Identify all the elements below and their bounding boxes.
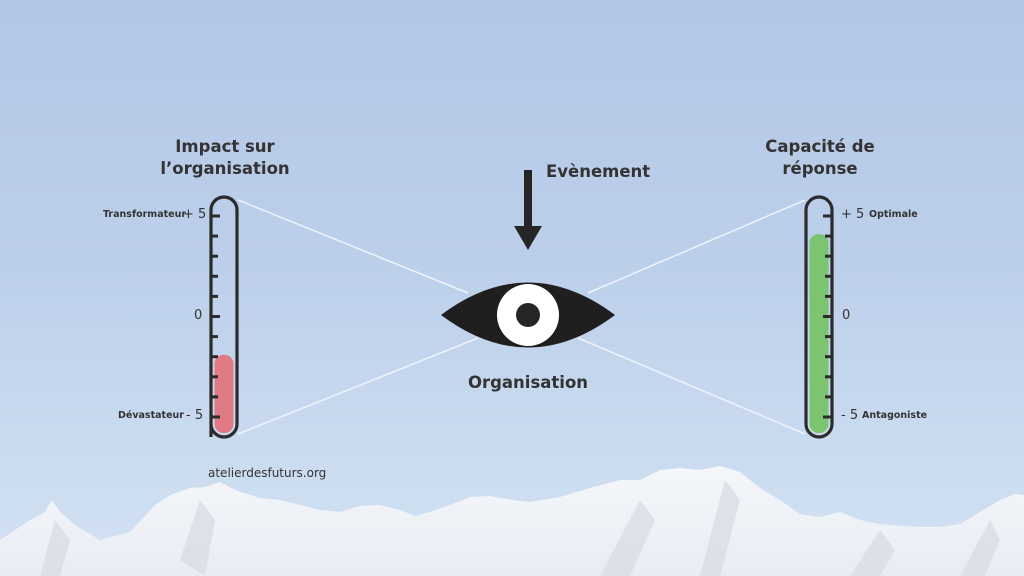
left-bottom-value: - 5 xyxy=(186,408,204,423)
right-gauge-title-line1: Capacité de xyxy=(765,137,875,156)
right-bottom-value: - 5 xyxy=(841,408,859,423)
right-top-label: Optimale xyxy=(869,209,918,220)
right-tick-marks xyxy=(823,214,832,419)
connector-left-bottom xyxy=(237,337,479,435)
mountain-range xyxy=(0,466,1024,576)
website-link[interactable]: atelierdesfuturs.org xyxy=(208,466,327,480)
left-top-value: + 5 xyxy=(183,207,207,222)
left-mid-value: 0 xyxy=(194,308,203,323)
connector-right-top xyxy=(587,199,806,294)
connector-left-top xyxy=(237,199,469,294)
left-gauge-title: Impact sur l’organisation xyxy=(150,136,300,180)
left-top-label: Transformateur xyxy=(103,209,187,220)
right-thermometer-fill xyxy=(809,234,829,433)
left-gauge-title-line2: l’organisation xyxy=(160,159,290,178)
connector-right-bottom xyxy=(577,337,806,435)
right-mid-value: 0 xyxy=(842,308,851,323)
left-thermometer-fill xyxy=(214,354,234,433)
left-bottom-label: Dévastateur xyxy=(118,410,184,421)
eye-icon xyxy=(441,282,615,348)
left-thermometer-tube xyxy=(209,195,239,439)
right-gauge-title-line2: réponse xyxy=(782,159,858,178)
arrow-down-icon xyxy=(514,170,542,250)
left-tick-marks xyxy=(211,214,220,419)
left-thermometer xyxy=(209,195,239,439)
right-thermometer xyxy=(804,195,834,439)
organisation-label: Organisation xyxy=(467,373,589,392)
right-top-value: + 5 xyxy=(841,207,865,222)
event-label: Evènement xyxy=(546,162,651,181)
right-thermometer-tube xyxy=(804,195,834,439)
left-gauge-title-line1: Impact sur xyxy=(175,137,275,156)
right-gauge-title: Capacité de réponse xyxy=(745,136,895,180)
right-bottom-label: Antagoniste xyxy=(862,410,928,421)
